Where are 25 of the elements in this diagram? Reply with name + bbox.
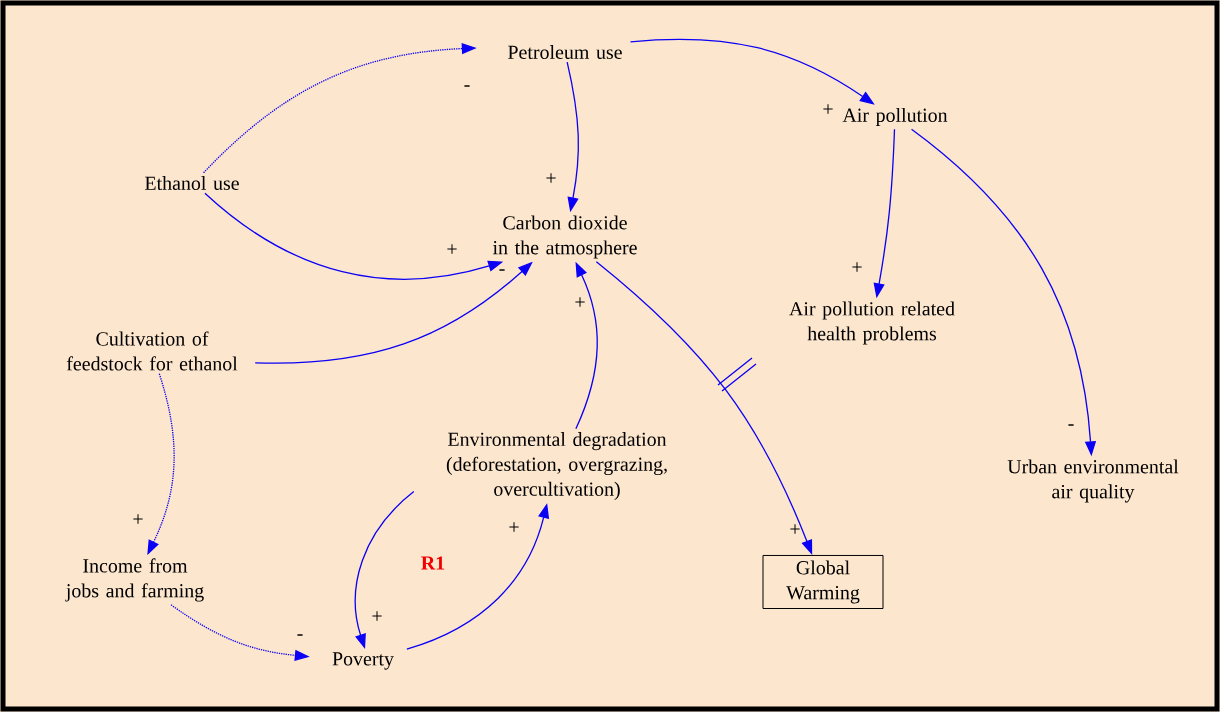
variable-label: Cultivation of feedstock for ethanol [66, 331, 238, 371]
polarity-sign: + [509, 522, 519, 532]
variable-label: Ethanol use [145, 176, 239, 190]
variable-label: Poverty [332, 652, 394, 670]
variable-label: Income from jobs and farming [65, 558, 204, 602]
polarity-sign: + [823, 104, 833, 114]
polarity-sign: + [790, 524, 800, 534]
polarity-sign: - [297, 634, 303, 636]
polarity-sign: - [499, 269, 505, 271]
variable-label: Urban environmental air quality [1007, 459, 1179, 503]
polarity-sign: + [133, 514, 143, 524]
variable-label: Environmental degradation (deforestation, overgrazing, overcultivation) [446, 432, 667, 500]
variable-label: Petroleum use [508, 45, 622, 59]
polarity-sign: - [464, 85, 470, 87]
variable-label: Carbon dioxide in the atmosphere [492, 215, 637, 259]
variable-label: Air pollution [842, 107, 948, 126]
polarity-sign: + [546, 173, 556, 183]
polarity-sign: + [372, 611, 382, 621]
stock-box: Global Warming [762, 554, 884, 609]
polarity-sign: + [447, 244, 457, 254]
polarity-sign: + [575, 297, 585, 307]
loop-label: R1 [421, 556, 445, 570]
polarity-sign: - [1068, 424, 1074, 426]
polarity-sign: + [852, 262, 862, 272]
variable-label: Air pollution related health problems [789, 301, 955, 345]
